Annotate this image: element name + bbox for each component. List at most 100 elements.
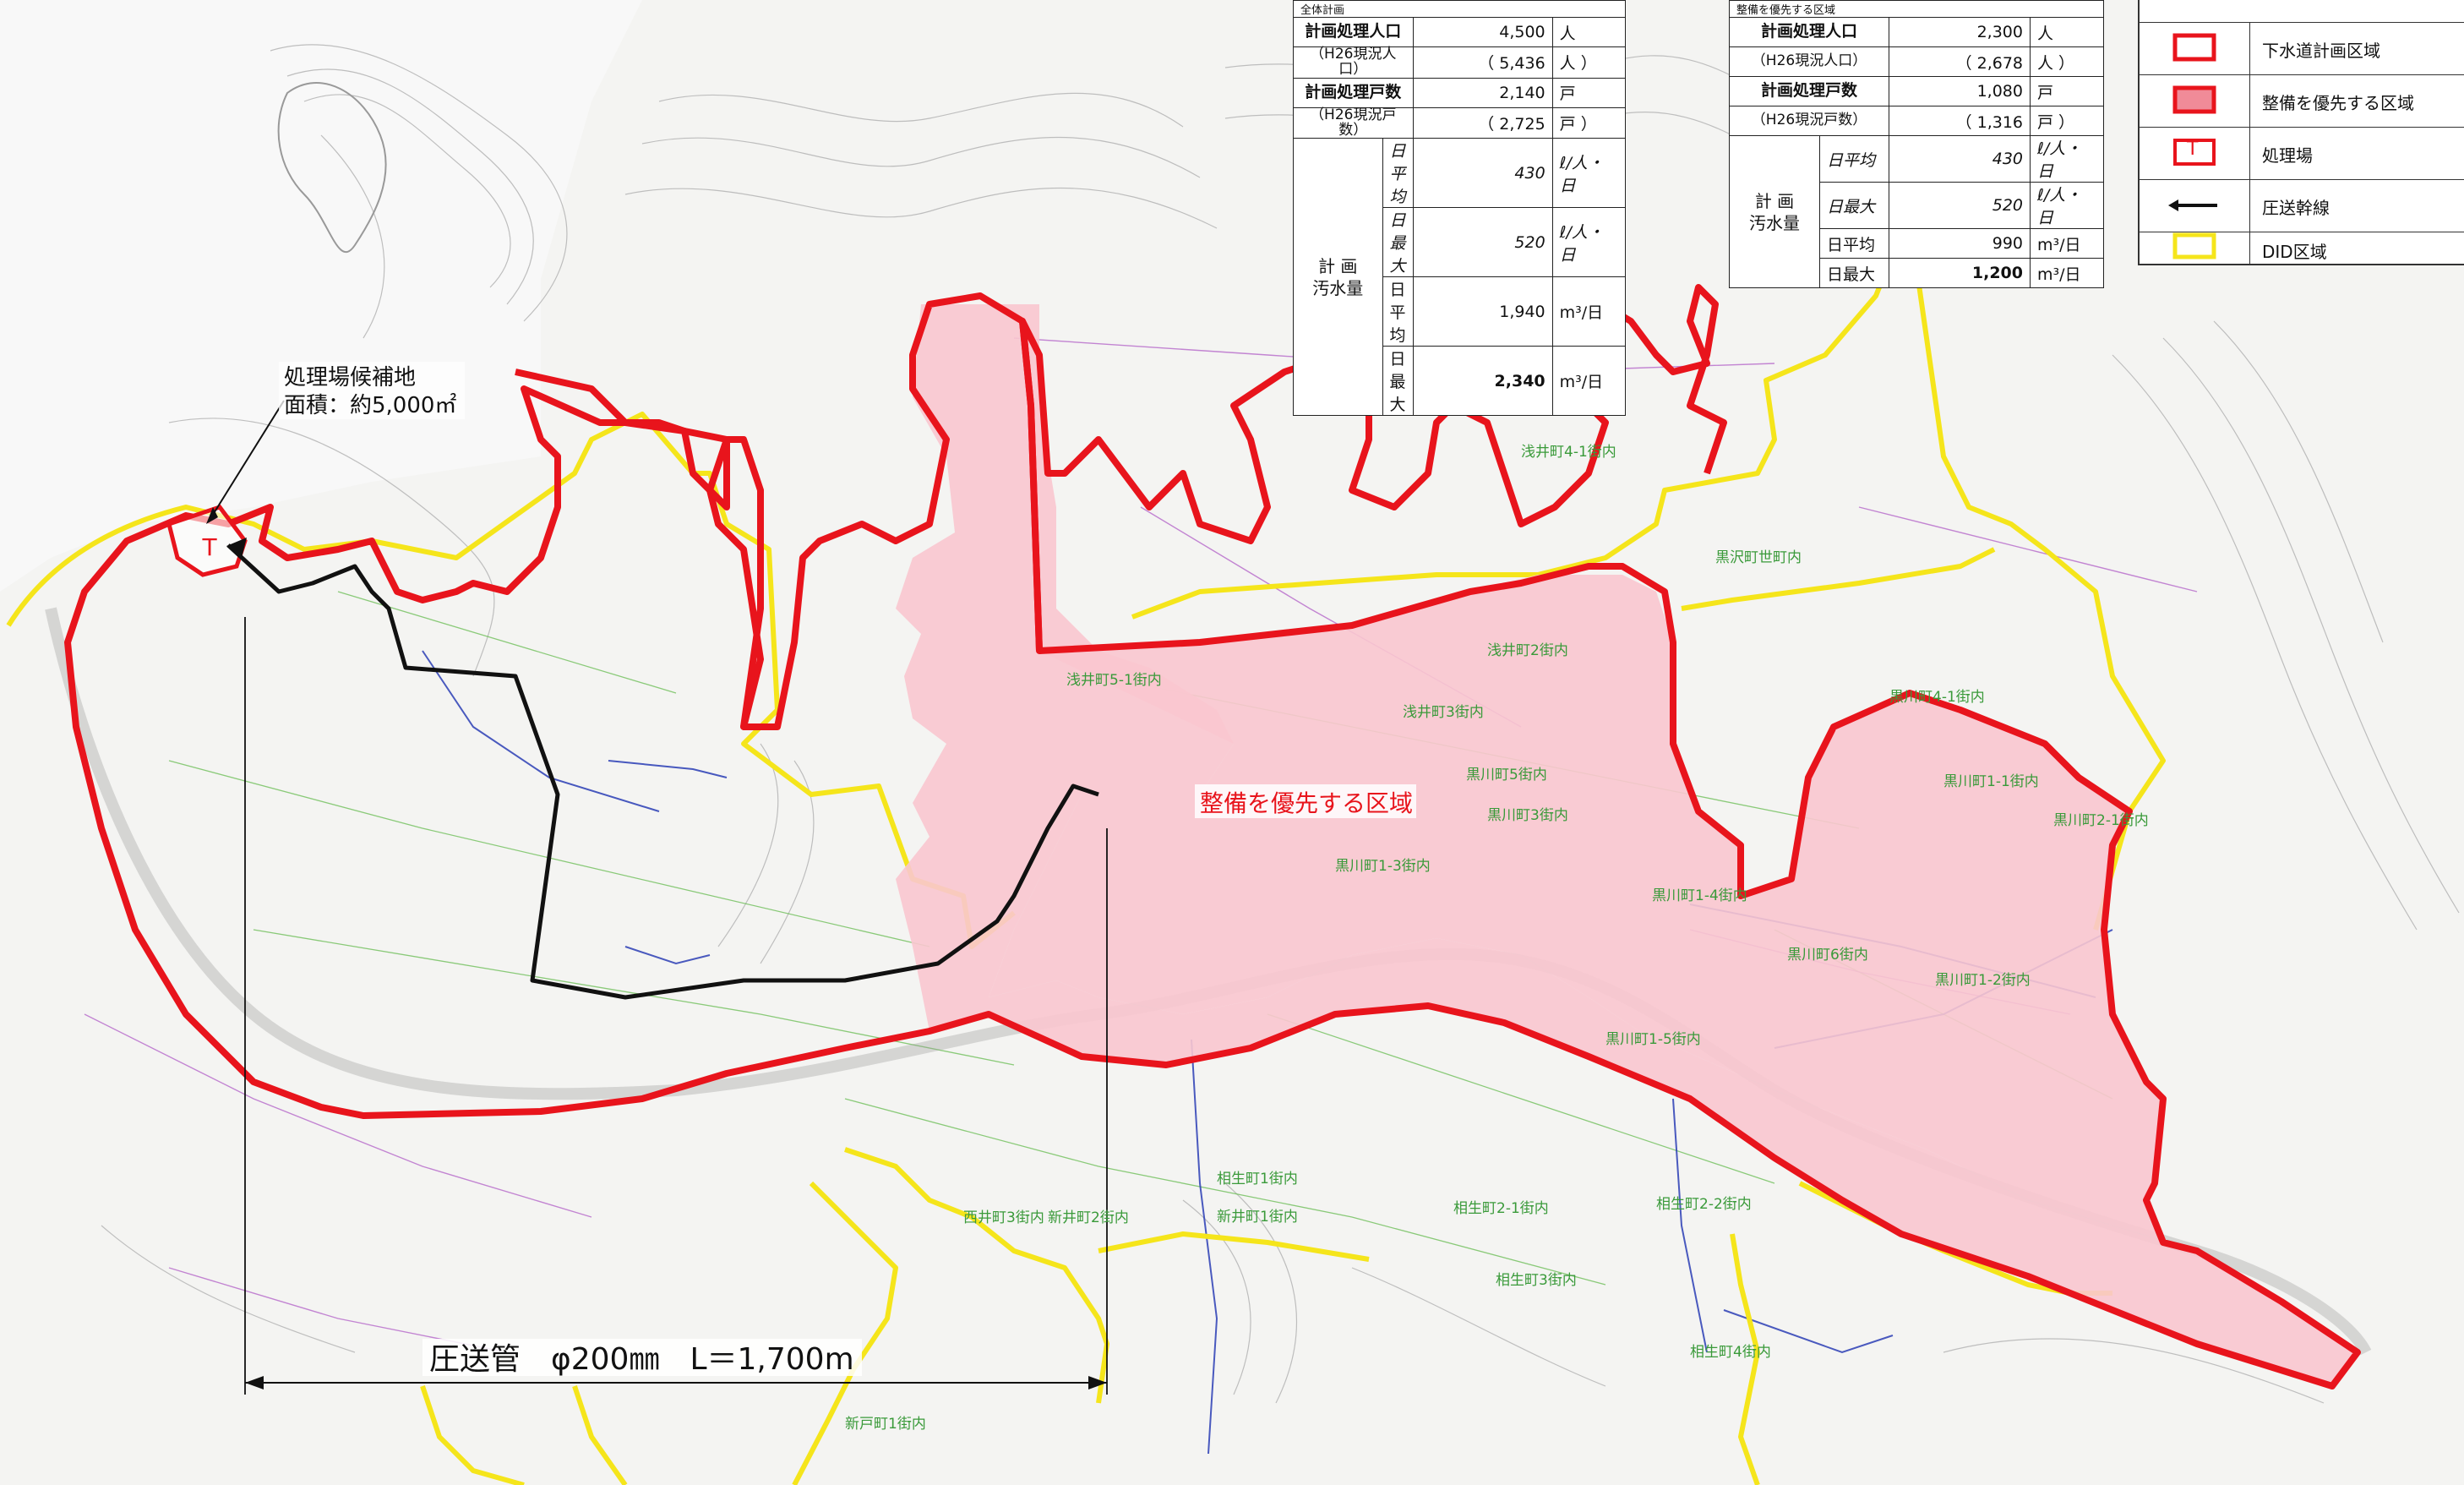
- district-label: 西井町3街内: [963, 1209, 1044, 1226]
- priority-area-label: 整備を優先する区域: [1200, 789, 1413, 817]
- flow-label: 日最大: [1819, 182, 1889, 229]
- pipeline-arrow-head: [226, 538, 247, 558]
- district-label: 浅井町5-1街内: [1066, 672, 1162, 689]
- legend-row-planning-area: 下水道計画区域: [2140, 22, 2464, 75]
- district-label: 黒川町1-1街内: [1943, 773, 2039, 790]
- row-value: 4,500: [1412, 17, 1553, 47]
- treatment-plant-site: [166, 505, 248, 577]
- flow-unit: m³/日: [2030, 258, 2104, 288]
- district-label: 浅井町4-1街内: [1521, 444, 1616, 461]
- district-label: 新井町2街内: [1048, 1209, 1129, 1226]
- row-unit: 人 ）: [1551, 46, 1627, 79]
- legend-row-did: DID区域: [2140, 232, 2464, 264]
- filled-box-icon: [2172, 85, 2216, 114]
- district-label: 相生町2-1街内: [1453, 1200, 1549, 1217]
- row-value: （ 5,436: [1412, 46, 1553, 79]
- priority-area: [896, 304, 2358, 1386]
- flow-value: 1,940: [1412, 276, 1553, 347]
- district-label: 黒川町3街内: [1487, 807, 1568, 824]
- legend-swatch: [2140, 179, 2250, 232]
- legend-row-priority-area: 整備を優先する区域: [2140, 74, 2464, 128]
- contour-lines: [101, 44, 2460, 1404]
- row-unit: 人 ）: [2030, 46, 2104, 77]
- row-label: 計画処理戸数: [1729, 76, 1889, 106]
- legend-label: 下水道計画区域: [2262, 41, 2380, 61]
- legend-label: 処理場: [2262, 145, 2313, 166]
- flow-group-label: 計 画 汚水量: [1293, 138, 1383, 417]
- plan-table-priority: 整備を優先する区域 計画処理人口 2,300 人 （H26現況人口） （ 2,6…: [1729, 0, 2104, 288]
- flow-label: 日最大: [1382, 346, 1414, 417]
- district-label: 黒川町1-2街内: [1935, 972, 2031, 989]
- flow-label: 日平均: [1819, 135, 1889, 183]
- site-note-leader: [210, 400, 285, 518]
- district-label: 黒川町5街内: [1466, 767, 1547, 783]
- legend-row-treatment-plant: T 処理場: [2140, 127, 2464, 180]
- flow-unit: m³/日: [2030, 228, 2104, 259]
- flow-unit: ℓ/人・日: [2030, 182, 2104, 229]
- sewer-planning-boundary-northwest: [515, 369, 764, 728]
- district-label: 相生町4街内: [1690, 1344, 1771, 1361]
- sewer-planning-boundary-north: [1019, 284, 1727, 652]
- flow-value: 1,200: [1889, 258, 2031, 288]
- district-label: 黒川町6街内: [1787, 947, 1868, 964]
- row-value: 2,300: [1889, 17, 2031, 47]
- flow-group-label: 計 画 汚水量: [1729, 135, 1820, 288]
- district-label: 新戸町1街内: [845, 1416, 926, 1433]
- flow-value: 520: [1412, 207, 1553, 278]
- pressure-pipe-label: 圧送管 φ200㎜ L＝1,700m: [429, 1342, 854, 1377]
- flow-unit: ℓ/人・日: [2030, 135, 2104, 183]
- priority-label-bg: [1195, 784, 1416, 818]
- plan-table-overall: 全体計画 計画処理人口 4,500 人 （H26現況人口） （ 5,436 人 …: [1293, 0, 1627, 417]
- dim-arrow-left: [245, 1376, 264, 1389]
- district-label: 黒川町1-3街内: [1335, 858, 1431, 875]
- legend-row-trunk-line: 圧送幹線: [2140, 179, 2464, 232]
- flow-label: 日最大: [1382, 207, 1414, 278]
- priority-area-east: [989, 575, 2197, 1251]
- district-label: 黒沢町世町内: [1715, 549, 1802, 566]
- map-legend: 下水道計画区域 整備を優先する区域 T 処理場 圧送幹線 DID区域: [2138, 0, 2464, 265]
- treatment-plant-icon: [2173, 139, 2216, 166]
- outline-box-icon: [2172, 33, 2216, 62]
- row-label: （H26現況人口）: [1293, 46, 1414, 79]
- legend-swatch: [2140, 22, 2250, 74]
- flow-label: 日平均: [1382, 138, 1414, 209]
- site-note-arrow: [206, 507, 218, 524]
- district-label: 相生町2-2街内: [1656, 1196, 1752, 1213]
- treatment-site-note-line2: 面積：約5,000㎡: [284, 393, 456, 418]
- flow-label: 日平均: [1819, 228, 1889, 259]
- district-label: 黒川町1-5街内: [1605, 1031, 1701, 1048]
- legend-swatch: [2140, 232, 2250, 264]
- flow-unit: ℓ/人・日: [1551, 207, 1627, 278]
- row-unit: 戸 ）: [1551, 106, 1627, 139]
- island: [277, 82, 387, 254]
- district-label: 相生町1街内: [1217, 1171, 1298, 1187]
- district-label: 黒川町1-4街内: [1652, 887, 1747, 904]
- arrow-line-icon: [2168, 199, 2217, 211]
- flow-label: 日平均: [1382, 276, 1414, 347]
- row-label: （H26現況戸数）: [1729, 106, 1889, 136]
- legend-plant-glyph: T: [2187, 139, 2199, 160]
- flow-value: 2,340: [1412, 346, 1553, 417]
- treatment-site-note-line1: 処理場候補地: [284, 365, 416, 390]
- sewer-planning-boundary: [64, 292, 2361, 1389]
- row-value: （ 2,678: [1889, 46, 2031, 77]
- district-label: 新井町1街内: [1217, 1209, 1298, 1226]
- row-unit: 戸: [2030, 76, 2104, 106]
- flow-value: 430: [1412, 138, 1553, 209]
- yellow-box-icon: [2172, 232, 2216, 259]
- row-unit: 戸 ）: [2030, 106, 2104, 136]
- row-label: （H26現況人口）: [1729, 46, 1889, 77]
- dim-arrow-right: [1088, 1376, 1107, 1389]
- table-header-fragment: 整備を優先する区域: [1729, 0, 2104, 18]
- flow-unit: ℓ/人・日: [1551, 138, 1627, 209]
- row-unit: 人: [2030, 17, 2104, 47]
- site-note-bg: [279, 362, 465, 419]
- district-label: 黒川町2-1街内: [2053, 812, 2149, 829]
- flow-value: 990: [1889, 228, 2031, 259]
- flow-value: 430: [1889, 135, 2031, 183]
- legend-header-row: [2140, 0, 2464, 23]
- pressure-trunk-pipeline: [226, 543, 1099, 1000]
- district-label: 黒川町4-1街内: [1889, 689, 1985, 706]
- row-label: 計画処理戸数: [1293, 77, 1414, 108]
